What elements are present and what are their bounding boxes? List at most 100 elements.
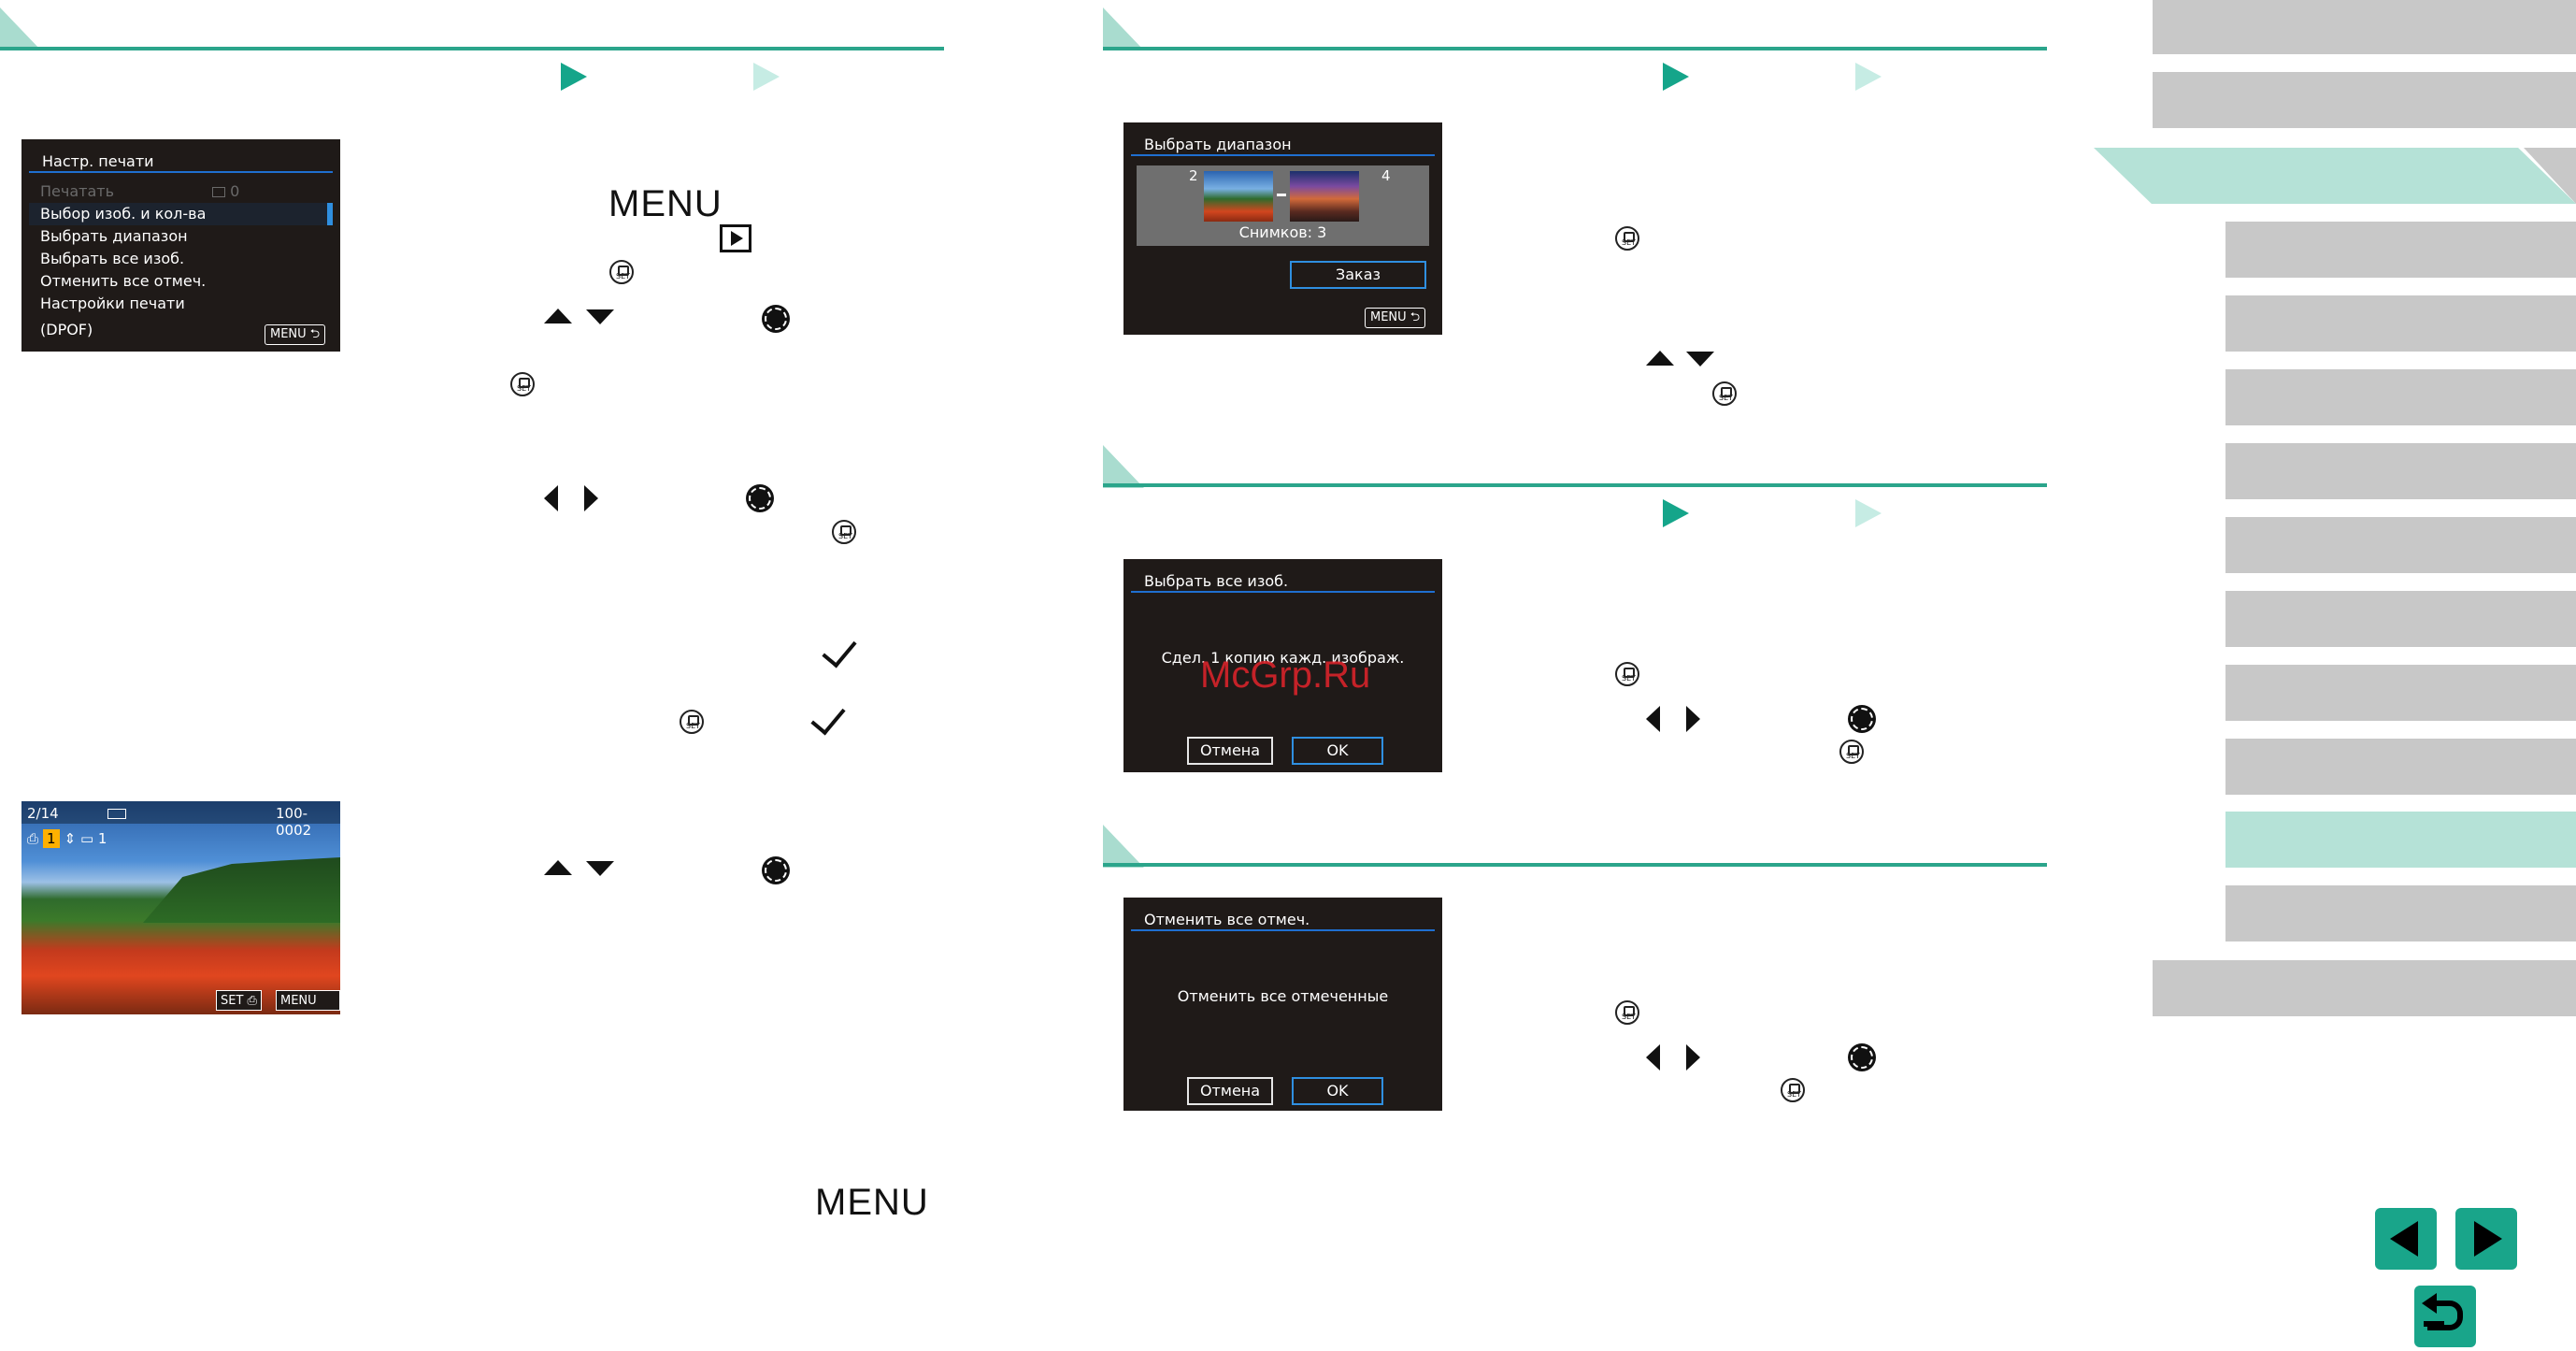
battery-icon (107, 809, 126, 819)
set-button-icon: SET (1615, 1000, 1639, 1025)
menu-item-label: Выбрать диапазон (40, 227, 188, 245)
info-bar (21, 801, 340, 824)
checkmark-icon (822, 631, 857, 668)
copies-value[interactable]: 1 (42, 829, 60, 848)
section-header-rule (1103, 863, 2047, 867)
playback-mode-icon (1663, 63, 1689, 91)
left-arrow-icon (1646, 706, 1660, 732)
watermark-text: McGrp.Ru (1200, 654, 1371, 696)
up-arrow-icon (1646, 351, 1674, 366)
sidebar-subtab-10[interactable] (2225, 885, 2576, 941)
menu-item-print[interactable]: Печатать 0 (29, 180, 333, 203)
menu-item-label: Выбрать все изоб. (40, 250, 185, 267)
control-dial-icon (762, 305, 790, 333)
sidebar-subtab-1[interactable] (2225, 222, 2576, 278)
set-button-icon: SET (1615, 662, 1639, 686)
sidebar-subtab-2[interactable] (2225, 295, 2576, 352)
select-range-screen: Выбрать диапазон 2 4 Снимков: 3 Заказ ME… (1123, 122, 1442, 335)
cancel-button[interactable]: Отмена (1187, 1077, 1273, 1105)
set-button-icon: SET (832, 520, 856, 544)
right-arrow-icon (584, 485, 598, 511)
cancel-all-screen: Отменить все отмеч. Отменить все отмечен… (1123, 898, 1442, 1111)
sidebar-subtab-active[interactable] (2225, 812, 2576, 868)
sidebar-tab-active-chapter[interactable] (2094, 148, 2576, 204)
sidebar-subtab-4[interactable] (2225, 443, 2576, 499)
updown-icon: ⇕ (64, 830, 77, 847)
range-end-thumbnail[interactable] (1290, 171, 1359, 222)
menu-item-select-range[interactable]: Выбрать диапазон (29, 225, 333, 248)
range-preview-panel: 2 4 Снимков: 3 (1137, 165, 1429, 246)
up-arrow-icon (544, 309, 572, 323)
menu-item-label: Настройки печати (40, 295, 185, 312)
down-arrow-icon (586, 861, 614, 876)
set-print-badge[interactable]: SET ⎙ (216, 990, 262, 1011)
range-dash (1277, 194, 1286, 196)
printer-icon: ⎙ (27, 830, 39, 847)
section-header-rule (1103, 483, 2047, 487)
set-button-icon: SET (680, 710, 704, 734)
total-copies-icon: ▭ (79, 830, 94, 847)
menu-back-badge[interactable]: MENU ⮌ (1365, 308, 1426, 328)
sidebar-subtab-7[interactable] (2225, 665, 2576, 721)
shots-count: Снимков: 3 (1238, 223, 1327, 241)
menu-item-cancel-all[interactable]: Отменить все отмеч. (29, 270, 333, 293)
select-all-screen: Выбрать все изоб. Сдел. 1 копию кажд. из… (1123, 559, 1442, 772)
up-arrow-icon (544, 860, 572, 875)
file-number: 100-0002 (276, 805, 312, 839)
sidebar-subtab-6[interactable] (2225, 591, 2576, 647)
down-arrow-icon (586, 309, 614, 324)
sidebar-tab-1[interactable] (2153, 0, 2576, 54)
menu-button-label: MENU (608, 183, 723, 224)
menu-item-select-images[interactable]: Выбор изоб. и кол-ва (29, 203, 333, 225)
previous-page-button[interactable] (2375, 1208, 2437, 1270)
menu-item-label: Печатать (40, 182, 115, 200)
control-dial-icon (1848, 705, 1876, 733)
ok-button[interactable]: OK (1292, 737, 1383, 765)
playback-mode-icon-inactive (753, 63, 780, 91)
playback-screen: 2/14 100-0002 ⎙ 1 ⇕ ▭ 1 SET ⎙ MENU OK (21, 801, 340, 1014)
playback-mode-icon (1663, 499, 1689, 527)
next-arrow-icon (2474, 1221, 2502, 1257)
menu-item-label: (DPOF) (40, 321, 93, 338)
menu-item-dpof: (DPOF) (29, 319, 333, 341)
menu-back-badge[interactable]: MENU ⮌ (265, 324, 326, 345)
checkmark-icon (810, 698, 846, 736)
print-copies-row: ⎙ 1 ⇕ ▭ 1 (27, 829, 107, 848)
back-button[interactable] (2414, 1286, 2476, 1347)
screen-title-rule (1131, 929, 1435, 931)
playback-button-icon (720, 224, 751, 252)
playback-mode-icon-inactive (1855, 499, 1882, 527)
range-start-thumbnail[interactable] (1204, 171, 1273, 222)
range-end-number: 4 (1381, 167, 1391, 184)
menu-item-select-all[interactable]: Выбрать все изоб. (29, 248, 333, 270)
sidebar-tab-2[interactable] (2153, 72, 2576, 128)
set-button-icon: SET (1615, 226, 1639, 251)
down-arrow-icon (1686, 352, 1714, 366)
print-count: 0 (230, 182, 240, 200)
cancel-button[interactable]: Отмена (1187, 737, 1273, 765)
section-header-marker (1103, 7, 1144, 50)
sidebar-subtab-5[interactable] (2225, 517, 2576, 573)
return-icon (2427, 1301, 2463, 1330)
set-button-icon: SET (1781, 1078, 1805, 1102)
section-header-rule (0, 47, 944, 50)
playback-mode-icon-inactive (1855, 63, 1882, 91)
menu-item-label: Выбор изоб. и кол-ва (40, 205, 207, 223)
screen-title-rule (1131, 591, 1435, 593)
next-page-button[interactable] (2455, 1208, 2517, 1270)
total-copies: 1 (97, 830, 107, 847)
print-settings-screen: Настр. печати Печатать 0 Выбор изоб. и к… (21, 139, 340, 352)
screen-title: Настр. печати (42, 152, 154, 170)
section-header-marker (1103, 825, 1144, 868)
sidebar-subtab-8[interactable] (2225, 739, 2576, 795)
sidebar-tab-last[interactable] (2153, 960, 2576, 1016)
menu-ok-badge[interactable]: MENU OK (276, 990, 340, 1011)
order-button[interactable]: Заказ (1290, 261, 1426, 289)
menu-item-print-settings[interactable]: Настройки печати (29, 293, 333, 315)
sidebar-subtab-3[interactable] (2225, 369, 2576, 425)
ok-button[interactable]: OK (1292, 1077, 1383, 1105)
image-counter: 2/14 (27, 805, 59, 822)
screen-title: Отменить все отмеч. (1144, 911, 1310, 928)
print-count-icon: 0 (212, 180, 239, 203)
control-dial-icon (762, 856, 790, 884)
